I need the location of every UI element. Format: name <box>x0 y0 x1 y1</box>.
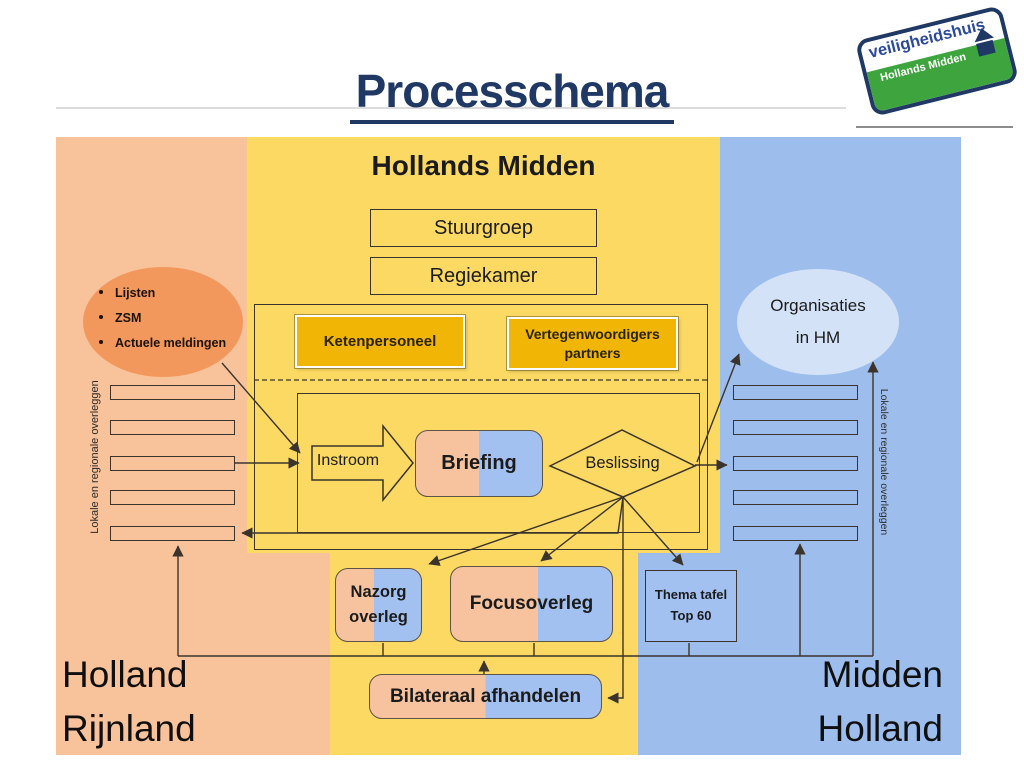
list-item-label: Actuele meldingen <box>115 336 227 350</box>
page-title-text: Processchema <box>349 64 675 124</box>
organisaties-ellipse: Organisaties in HM <box>737 269 899 375</box>
right-region-line1: Midden <box>821 654 943 695</box>
overleg-rect <box>733 456 858 471</box>
overleg-rect <box>110 526 235 541</box>
right-region-line2: Holland <box>817 708 943 749</box>
overleg-rect <box>733 526 858 541</box>
overleg-rect <box>110 456 235 471</box>
beslissing-label: Beslissing <box>585 454 660 472</box>
left-region-label: Holland Rijnland <box>62 656 196 747</box>
right-vertical-label: Lokale en regionale overleggen <box>878 388 890 536</box>
overleg-rect <box>733 420 858 435</box>
list-item: Actuele meldingen <box>99 336 226 350</box>
ketenpersoneel-box: Ketenpersoneel <box>295 315 465 368</box>
vertegenwoordigers-line1: Vertegenwoordigers <box>525 325 660 342</box>
input-sources-list: Lijsten ZSM Actuele meldingen <box>99 286 226 361</box>
stuurgroep-box: Stuurgroep <box>370 209 597 247</box>
logo-underline <box>856 126 1013 128</box>
briefing-box: Briefing <box>415 430 543 497</box>
list-item: ZSM <box>99 311 226 325</box>
overleg-rect <box>110 385 235 400</box>
list-item: Lijsten <box>99 286 226 300</box>
overleg-rect <box>733 385 858 400</box>
bullet-icon <box>99 290 103 294</box>
list-item-label: Lijsten <box>115 286 156 300</box>
bullet-icon <box>99 340 103 344</box>
organisaties-line1: Organisaties <box>770 295 866 315</box>
right-region-label: Midden Holland <box>743 656 943 747</box>
vertegenwoordigers-box: Vertegenwoordigers partners <box>507 317 678 370</box>
left-region-line1: Holland <box>62 654 188 695</box>
thema-line1: Thema tafel <box>654 587 728 603</box>
instroom-label: Instroom <box>316 452 380 469</box>
bullet-icon <box>99 315 103 319</box>
house-base-icon <box>976 39 996 57</box>
page-title: Processchema <box>0 64 1024 124</box>
overleg-rect <box>733 490 858 505</box>
thema-line2: Top 60 <box>670 608 712 623</box>
nazorg-line1: Nazorg <box>350 583 407 602</box>
bilateraal-afhandelen-box: Bilateraal afhandelen <box>369 674 602 719</box>
vertegenwoordigers-line2: partners <box>564 344 621 361</box>
left-region-line2: Rijnland <box>62 708 196 749</box>
regiekamer-box: Regiekamer <box>370 257 597 295</box>
center-region-title: Hollands Midden <box>371 150 596 181</box>
left-vertical-label: Lokale en regionale overleggen <box>89 380 101 534</box>
list-item-label: ZSM <box>115 311 142 325</box>
organisaties-line2: in HM <box>795 328 841 347</box>
overleg-rect <box>110 420 235 435</box>
input-sources-ellipse <box>83 267 243 377</box>
nazorg-line2: overleg <box>349 608 408 626</box>
header-rule <box>56 107 846 109</box>
thema-tafel-box: Thema tafel Top 60 <box>645 570 737 642</box>
focusoverleg-box: Focusoverleg <box>450 566 613 642</box>
overleg-rect <box>110 490 235 505</box>
nazorg-overleg-box: Nazorg overleg <box>335 568 422 642</box>
